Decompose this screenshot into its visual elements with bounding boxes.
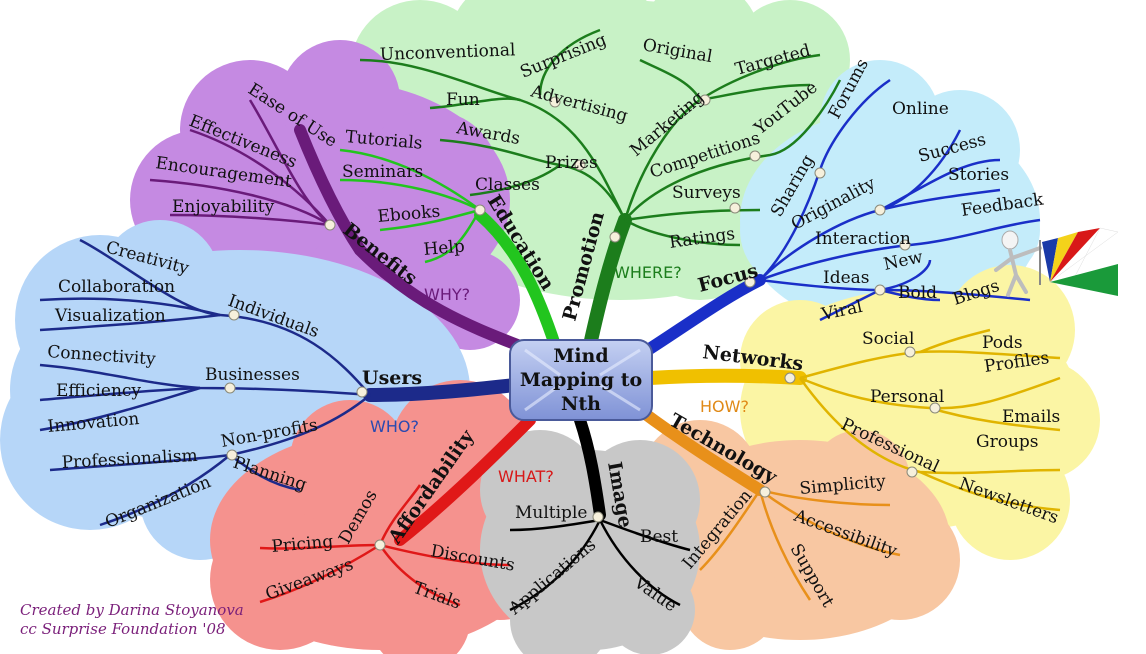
users-visualization: Visualization xyxy=(54,306,166,326)
main-branches xyxy=(294,124,807,546)
branch-line-promotion xyxy=(583,213,632,352)
branch-line-benefits xyxy=(294,124,536,356)
flag-figure-illustration xyxy=(994,227,1119,297)
question-where: WHERE? xyxy=(614,263,682,282)
sub-branches-technology xyxy=(699,488,901,601)
networks-pods: Pods xyxy=(982,333,1023,353)
benefit-enjoyability: Enjoyability xyxy=(172,197,275,217)
focus-online: Online xyxy=(892,99,949,119)
branch-label-users[interactable]: Users xyxy=(362,367,422,389)
sub-branches-image xyxy=(509,518,691,612)
branch-line-affordability xyxy=(394,414,536,546)
promotion-fun: Fun xyxy=(446,90,480,110)
sub-branches-networks xyxy=(798,328,1061,512)
branch-line-image xyxy=(574,414,606,521)
branch-line-users xyxy=(363,378,522,402)
image-multiple: Multiple xyxy=(515,503,587,523)
question-what: WHAT? xyxy=(498,467,554,486)
branch-line-technology xyxy=(634,404,766,496)
sub-branches-benefits xyxy=(149,99,331,227)
center-line-2: Mapping to xyxy=(520,369,642,391)
focus-interaction: Interaction xyxy=(815,229,911,249)
networks-groups: Groups xyxy=(976,432,1039,452)
branch-knots xyxy=(224,94,941,551)
networks-emails: Emails xyxy=(1002,407,1060,427)
users-efficiency: Efficiency xyxy=(56,381,141,401)
promotion-prizes: Prizes xyxy=(545,153,598,173)
question-why: WHY? xyxy=(424,285,470,304)
center-line-3: Nth xyxy=(561,393,601,415)
cloud-focus xyxy=(740,60,1040,350)
networks-personal: Personal xyxy=(870,387,944,407)
center-node[interactable]: Mind Mapping to Nth xyxy=(509,339,653,421)
users-businesses: Businesses xyxy=(205,365,300,385)
focus-bold: Bold xyxy=(898,283,937,303)
sub-branches-education xyxy=(339,148,482,264)
credit-author: Created by Darina Stoyanova xyxy=(20,601,244,619)
promotion-classes: Classes xyxy=(475,175,540,195)
branch-line-networks xyxy=(643,368,807,385)
branch-line-focus xyxy=(634,274,766,361)
question-who: WHO? xyxy=(370,417,419,436)
promotion-surveys: Surveys xyxy=(672,183,741,203)
networks-social: Social xyxy=(862,329,914,349)
cloud-image xyxy=(480,430,700,654)
focus-ideas: Ideas xyxy=(823,268,870,288)
focus-stories: Stories xyxy=(948,165,1009,185)
users-collaboration: Collaboration xyxy=(58,277,175,297)
branch-line-education xyxy=(474,209,561,351)
promotion-unconventional: Unconventional xyxy=(379,40,515,65)
education-seminars: Seminars xyxy=(342,162,423,182)
question-how: HOW? xyxy=(700,397,749,416)
center-line-1: Mind xyxy=(553,345,608,367)
image-best: Best xyxy=(640,527,678,547)
credit-license: cc Surprise Foundation '08 xyxy=(20,620,226,638)
sub-branches-affordability xyxy=(259,484,511,607)
education-help: Help xyxy=(423,236,466,260)
